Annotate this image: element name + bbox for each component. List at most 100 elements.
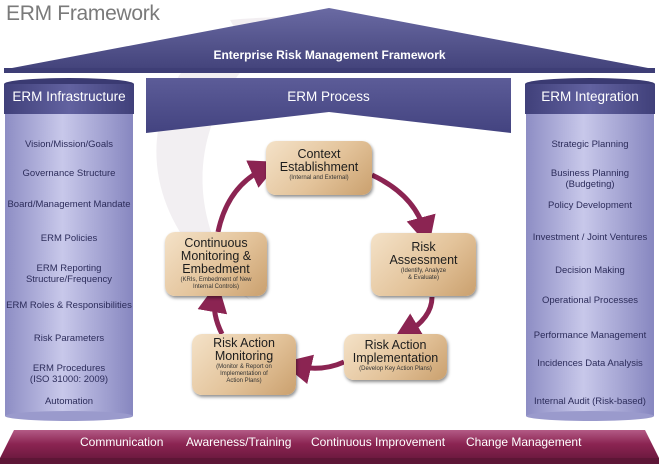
foundation-base [0,458,659,464]
left-column-item: ERM Policies [5,233,133,244]
right-column-shaft [526,114,654,416]
right-column-base [526,411,654,421]
arrow-continuous-to-context [215,160,280,233]
left-column-item-line: ERM Reporting [36,262,102,274]
left-column-capital [4,84,134,114]
text-line: Risk Action [213,336,275,350]
left-column-item: ERM Procedures(ISO 31000: 2009) [5,363,133,385]
text-line: Establishment [279,160,359,174]
text-line: Action Plans) [226,378,262,384]
arrow-monitoring-to-continuous [197,282,228,336]
right-column-capital [525,84,655,114]
left-column-item-line: Vision/Mission/Goals [24,139,113,150]
left-column-item: Board/Management Mandate [5,199,133,210]
left-column-item: ERM Roles & Responsibilities [5,300,133,311]
roof-base [4,68,655,73]
left-column-item: Risk Parameters [5,333,133,344]
right-column-item-line: Incidences Data Analysis [537,358,643,369]
text-line: & Evaluate) [407,275,440,281]
foundation-plinth [0,430,659,458]
left-column-item-line: Structure/Frequency [25,273,113,285]
left-column-item: Vision/Mission/Goals [5,139,133,150]
right-column-item: Incidences Data Analysis [526,358,654,369]
right-column-heading: ERM Integration [541,89,639,104]
text-line: Continuous [184,236,248,250]
text-line: Monitoring [214,349,274,363]
right-column-item-line: Policy Development [548,200,632,211]
roof-label: Enterprise Risk Management Framework [213,48,446,62]
right-column-item-line: Internal Audit (Risk-based) [534,396,646,407]
right-column-item: Internal Audit (Risk-based) [526,396,654,407]
left-column-item-line: ERM Procedures [32,362,106,374]
foundation-item-communication: Communication [80,435,164,449]
right-column-item: Decision Making [526,265,654,276]
text-line: Implementation of [220,371,268,377]
right-column-item-line: Investment / Joint Ventures [532,232,648,243]
right-column-item: Policy Development [526,200,654,211]
text-line: Context [297,147,341,161]
right-column-item: Business Planning (Budgeting) [526,168,654,190]
left-column-item-line: (ISO 31000: 2009) [29,373,109,385]
foundation-item-change-management: Change Management [466,435,582,449]
stage-context-subtitle: (Internal and External) [266,175,372,182]
stage-assessment-subtitle: (Identify, Analyze& Evaluate) [371,268,476,282]
text-line: Risk Action [364,338,427,352]
right-column-item: Performance Management [526,330,654,341]
foundation-item-continuous-improvement: Continuous Improvement [311,435,446,449]
left-column-item-line: Risk Parameters [33,333,105,344]
left-column-base [5,411,133,421]
right-column-item-line: Performance Management [533,330,647,341]
left-column-item: Automation [5,396,133,407]
left-column-item-line: Automation [44,396,94,407]
text-line: (Identify, Analyze [400,268,447,274]
text-line: Assessment [389,253,458,267]
right-column-item: Strategic Planning [526,139,654,150]
left-column-item-line: Board/Management Mandate [7,199,131,210]
foundation-item-awareness: Awareness/Training [186,435,292,449]
left-column-item-line: ERM Roles & Responsibilities [6,300,132,311]
text-line: Internal Controls) [192,284,240,290]
process-banner [146,78,511,133]
roof [12,8,648,68]
arrow-context-to-assessment [370,172,436,247]
left-column-shaft [5,114,133,416]
right-column-item-line: Strategic Planning [551,139,629,150]
text-line: (Develop Key Action Plans) [359,366,432,372]
process-cycle-arrows [197,160,436,384]
text-line: (Monitor & Report on [216,364,272,370]
right-column-item-line: Decision Making [555,265,625,276]
text-line: Risk [411,240,436,254]
right-column-item: Investment / Joint Ventures [526,232,654,243]
left-column-heading: ERM Infrastructure [12,89,126,104]
page-title: ERM Framework [6,2,160,25]
arrow-assessment-to-implementation [392,296,435,342]
process-heading: ERM Process [287,89,370,104]
text-line: Implementation [352,351,439,365]
text-line: Embedment [182,262,250,276]
text-line: (KRIs, Embedment of New [180,277,252,283]
right-column-item: Operational Processes [526,295,654,306]
right-column-item-line: Business Planning (Budgeting) [550,168,630,190]
stage-implementation-subtitle: (Develop Key Action Plans) [344,366,447,373]
text-line: (Internal and External) [289,175,349,181]
text-line: Monitoring & [180,249,252,263]
left-column-item: Governance Structure [5,168,133,179]
left-column-item-line: ERM Policies [40,233,98,244]
left-column-item-line: Governance Structure [22,168,116,179]
